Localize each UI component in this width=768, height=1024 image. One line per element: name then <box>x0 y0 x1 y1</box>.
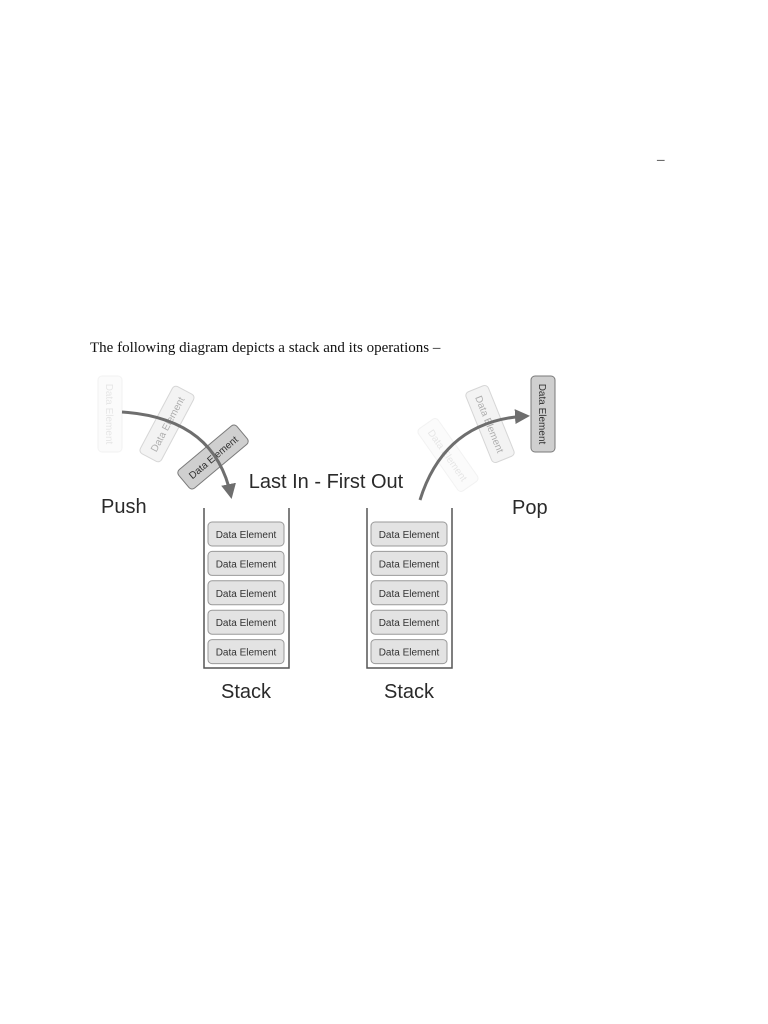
push-trail-element-3: Data Element <box>177 424 249 490</box>
right-stack-cell-box <box>370 550 448 576</box>
right-stack-cell-label: Data Element <box>379 589 440 600</box>
push-arrow <box>121 410 236 499</box>
right-stack-cell: Data Element <box>370 639 448 665</box>
push-trail-element-2: Data Element <box>139 385 195 463</box>
pop-label: Pop <box>512 497 548 519</box>
push-trail-element-1-label: Data Element <box>103 384 114 445</box>
pop-trail-element-3: Data Element <box>530 375 556 453</box>
right-stack-cell: Data Element <box>370 609 448 635</box>
pop-arrow <box>418 409 530 501</box>
left-stack-cell-label: Data Element <box>216 648 277 659</box>
right-stack-cell: Data Element <box>370 580 448 606</box>
left-stack-cell-box <box>207 550 285 576</box>
right-stack-cell-box <box>370 580 448 606</box>
left-stack-cell: Data Element <box>207 639 285 665</box>
top-dash-mark: – <box>657 152 665 168</box>
right-stack-label: Stack <box>384 681 435 703</box>
left-stack-container <box>203 508 290 669</box>
right-stack-cell-label: Data Element <box>379 559 440 570</box>
lifo-heading: Last In - First Out <box>249 471 404 493</box>
left-stack-label: Stack <box>221 681 272 703</box>
left-stack-cell-box <box>207 609 285 635</box>
right-stack-cell-label: Data Element <box>379 618 440 629</box>
left-stack-cell: Data Element <box>207 580 285 606</box>
right-stack-cell-label: Data Element <box>379 648 440 659</box>
left-stack-cell-label: Data Element <box>216 618 277 629</box>
left-stack-cell-box <box>207 521 285 547</box>
right-stack-cell-box <box>370 639 448 665</box>
left-stack-cell-box <box>207 639 285 665</box>
right-stack-container <box>366 508 453 669</box>
right-stack-cell: Data Element <box>370 521 448 547</box>
push-label: Push <box>101 496 147 518</box>
left-stack-cell-box <box>207 580 285 606</box>
right-stack-cell-box <box>370 609 448 635</box>
left-stack-cell: Data Element <box>207 609 285 635</box>
right-stack-cell-box <box>370 521 448 547</box>
pop-trail-element-3-label: Data Element <box>536 384 547 445</box>
left-stack-cell-label: Data Element <box>216 559 277 570</box>
left-stack-cell-label: Data Element <box>216 589 277 600</box>
left-stack-cell: Data Element <box>207 521 285 547</box>
right-stack-cell-label: Data Element <box>379 530 440 541</box>
push-trail-element-1: Data Element <box>97 375 123 453</box>
left-stack-cell-label: Data Element <box>216 530 277 541</box>
intro-paragraph: The following diagram depicts a stack an… <box>90 340 441 356</box>
right-stack-cell: Data Element <box>370 550 448 576</box>
left-stack-cell: Data Element <box>207 550 285 576</box>
